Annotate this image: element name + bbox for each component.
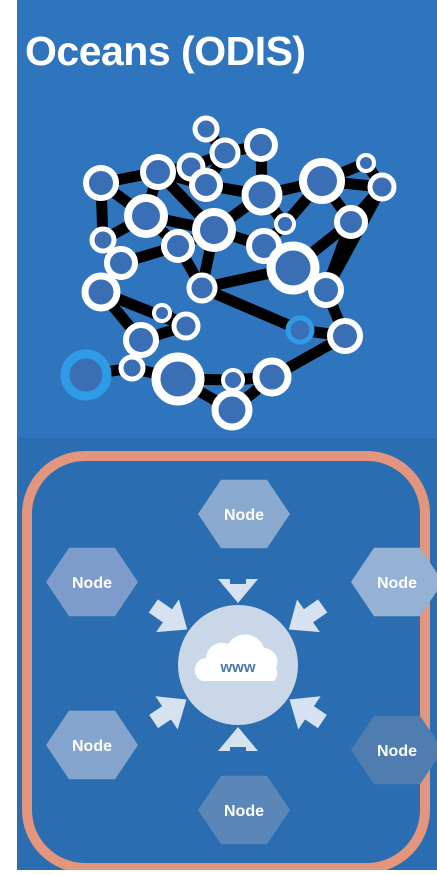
network-node [152, 303, 172, 323]
node-bottom: Node [198, 775, 290, 845]
arrow [148, 599, 188, 633]
node-top: Node [198, 479, 290, 549]
network-node [171, 311, 201, 341]
network-node [104, 246, 138, 280]
hub: www [178, 605, 298, 725]
network-node [221, 368, 245, 392]
arrow [218, 579, 258, 603]
node-lower-right: Node [351, 715, 437, 785]
network-node [299, 158, 345, 204]
network-node [123, 322, 159, 358]
node-label: Node [224, 507, 264, 524]
node-hexagon [351, 715, 437, 785]
network-node [252, 357, 292, 397]
node-hexagon [46, 710, 138, 780]
highlighted-network-node [285, 315, 315, 345]
network-node [192, 208, 236, 252]
network-node [308, 272, 344, 308]
network-node [186, 272, 218, 304]
network-node [192, 115, 220, 143]
network-node [124, 194, 168, 238]
node-hexagon [46, 547, 138, 617]
arrow [218, 727, 258, 751]
network-node [161, 229, 195, 263]
network-nodes [60, 115, 397, 431]
network-node [241, 174, 283, 216]
frame [22, 451, 430, 870]
network-node [274, 213, 296, 235]
node-hexagon [198, 479, 290, 549]
node-label: Node [72, 738, 112, 755]
network-node [266, 241, 320, 295]
network-node [244, 128, 278, 162]
node-label: Node [377, 575, 417, 592]
network-diagram [60, 115, 397, 431]
network-node [327, 318, 363, 354]
network-edge [196, 282, 306, 336]
node-label: Node [72, 575, 112, 592]
hub-label: www [219, 659, 255, 676]
node-label: Node [377, 743, 417, 760]
page-title: Oceans (ODIS) [25, 28, 306, 74]
network-node [83, 165, 119, 201]
node-label: Node [224, 803, 264, 820]
node-hexagon [351, 547, 437, 617]
arrow [289, 696, 327, 730]
highlighted-network-node [60, 349, 112, 401]
top-panel: Oceans (ODIS) [17, 0, 437, 438]
network-node [209, 137, 241, 169]
node-lower-left: Node [46, 710, 138, 780]
network-node [367, 172, 397, 202]
network-node [89, 226, 117, 254]
node-upper-left: Node [46, 547, 138, 617]
network-node [81, 272, 121, 312]
arrow [149, 696, 187, 730]
network-node [356, 153, 376, 173]
cloud-icon [194, 634, 278, 681]
network-node [189, 168, 223, 202]
arrows [148, 579, 328, 751]
node-upper-right: Node [351, 547, 437, 617]
network-node [334, 205, 368, 239]
network-node [211, 389, 253, 431]
network-node [151, 352, 205, 406]
node-hexagon [198, 775, 290, 845]
arrow [288, 599, 328, 633]
network-node [118, 354, 146, 382]
network-node [140, 154, 176, 190]
